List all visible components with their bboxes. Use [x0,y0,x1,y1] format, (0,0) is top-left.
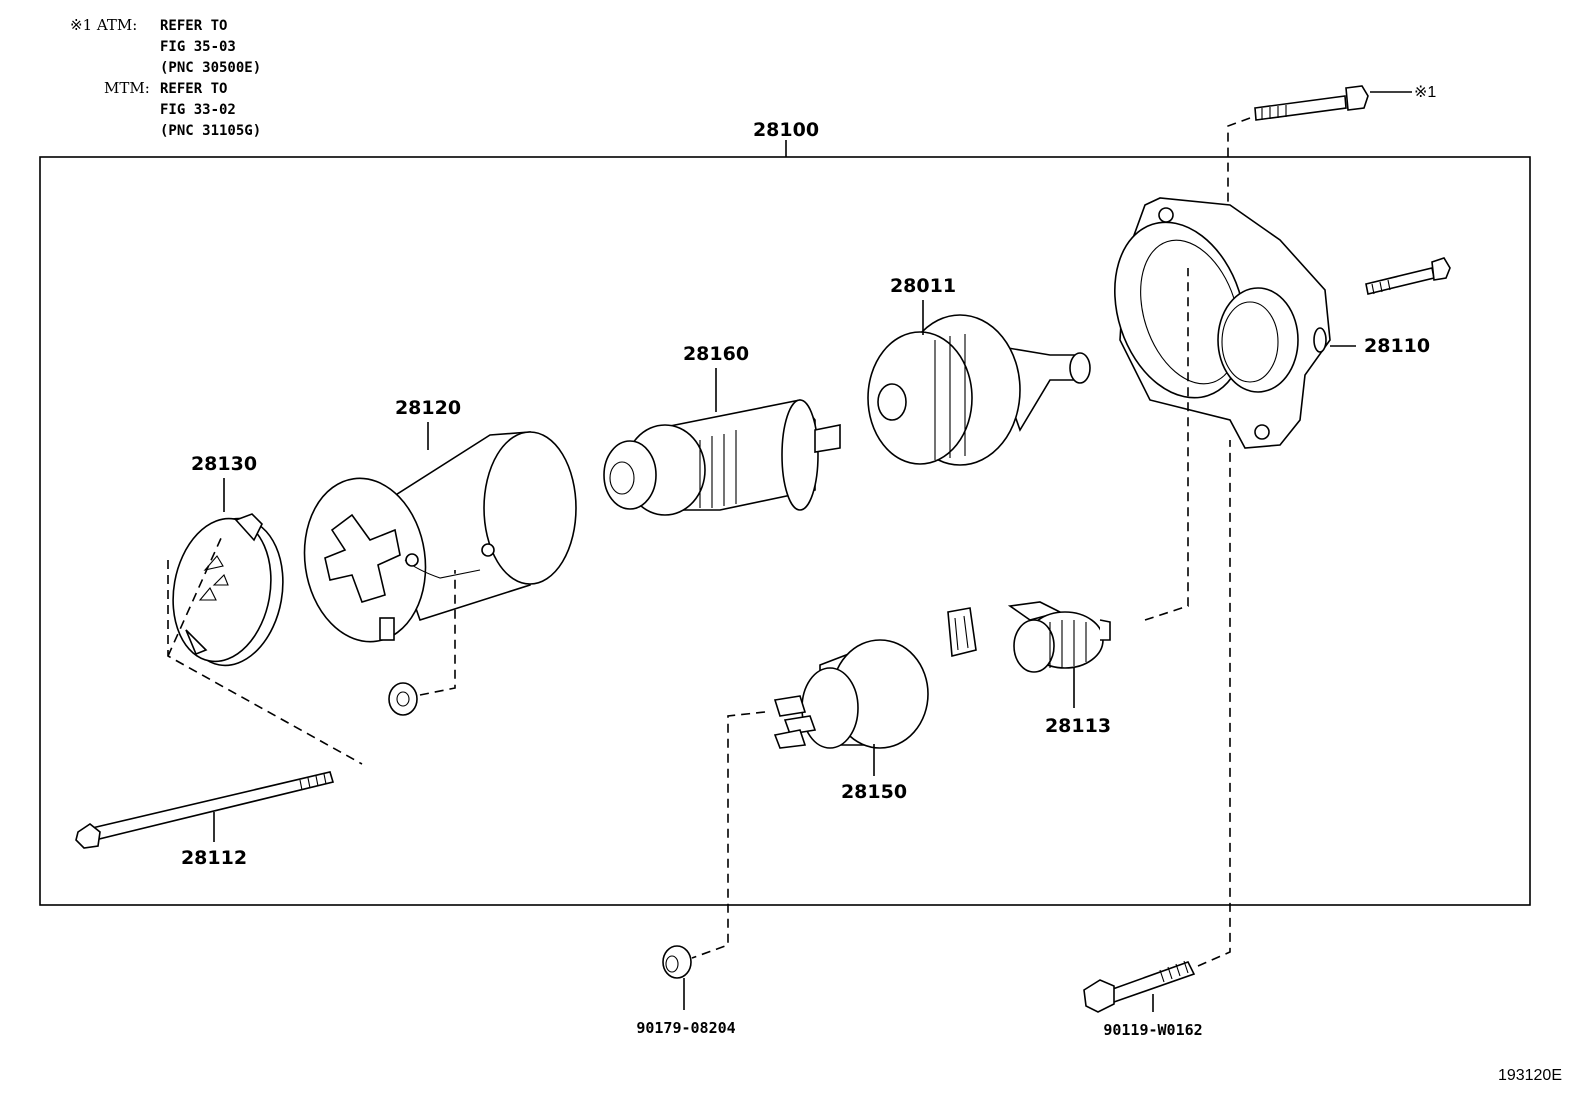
top-bolt-guide-line [1227,117,1251,205]
retainer-clip[interactable] [947,607,977,658]
mounting-bolt-part[interactable] [1083,960,1196,1013]
housing-side-bolt[interactable] [1365,257,1451,295]
label-28113[interactable]: 28113 [1045,715,1111,737]
end-cover-part[interactable] [162,510,294,673]
mounting-bolt-guide-line [1197,440,1231,967]
magnetic-switch-part[interactable] [773,639,929,749]
through-bolt-part[interactable] [75,771,335,849]
lever-part[interactable] [1007,601,1111,673]
label-28120[interactable]: 28120 [395,397,461,419]
terminal-nut-part[interactable] [662,945,692,979]
yoke-part[interactable] [294,431,577,650]
mtm-pnc: (PNC 31105G) [160,123,261,139]
label-28130[interactable]: 28130 [191,453,257,475]
atm-refer-to: REFER TO [160,18,227,34]
clutch-part[interactable] [867,314,1091,466]
housing-part[interactable] [1093,197,1331,449]
mtm-refer-to: REFER TO [160,81,227,97]
atm-prefix: ※1 ATM: [70,16,137,34]
label-28150[interactable]: 28150 [841,781,907,803]
atm-figure: FIG 35-03 [160,39,236,55]
lever-guide-line [1144,268,1189,621]
label-28112[interactable]: 28112 [181,847,247,869]
cover-guide-line [167,535,223,657]
switch-nut-guide-line [691,711,766,959]
housing-top-bolt[interactable] [1254,85,1369,121]
label-28110[interactable]: 28110 [1364,335,1430,357]
label-28011[interactable]: 28011 [890,275,956,297]
armature-part[interactable] [603,399,841,516]
mtm-prefix: MTM: [104,79,150,97]
label-90179-08204[interactable]: 90179-08204 [636,1019,735,1037]
nut-guide-line [419,570,456,696]
figure-id: 193120E [1498,1067,1562,1084]
assembly-label-28100[interactable]: 28100 [753,119,819,141]
atm-pnc: (PNC 30500E) [160,60,261,76]
callout-ref-1: ※1 [1414,84,1436,101]
label-28160[interactable]: 28160 [683,343,749,365]
reference-notes: ※1 ATM: REFER TO FIG 35-03 (PNC 30500E) … [70,16,261,139]
mtm-figure: FIG 33-02 [160,102,236,118]
assembly-frame [39,156,1531,906]
yoke-terminal-nut[interactable] [388,682,418,716]
label-90119-W0162[interactable]: 90119-W0162 [1103,1021,1202,1039]
